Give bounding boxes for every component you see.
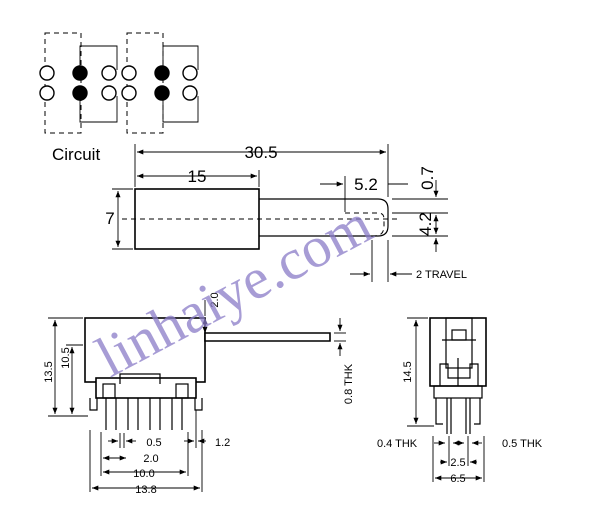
circuit-label: Circuit bbox=[52, 145, 100, 164]
top-view bbox=[112, 144, 448, 282]
dim-height-total: 13.5 bbox=[43, 361, 55, 382]
dim-pin-width: 0.5 bbox=[146, 437, 161, 449]
dim-height-body: 10.5 bbox=[60, 347, 72, 368]
dim-body-height: 7 bbox=[105, 209, 114, 228]
dim-overall-width: 13.8 bbox=[135, 484, 156, 496]
dim-actuator-length: 5.2 bbox=[354, 175, 378, 194]
circuit-diagram bbox=[39, 32, 199, 134]
dim-pin-thickness-right: 0.5 THK bbox=[502, 438, 543, 450]
dim-body-length: 15 bbox=[188, 167, 207, 186]
common-terminal-node bbox=[154, 85, 170, 101]
dim-actuator-offset: 0.7 bbox=[418, 166, 437, 190]
terminal-node bbox=[182, 85, 198, 101]
dim-tab-thickness: 0.8 THK bbox=[343, 363, 355, 404]
common-terminal-node bbox=[72, 65, 88, 81]
terminal-node bbox=[182, 65, 198, 81]
dim-overall-length: 30.5 bbox=[244, 143, 277, 162]
terminal-node bbox=[39, 65, 55, 81]
common-terminal-node bbox=[72, 85, 88, 101]
dim-pin-edge: 1.2 bbox=[215, 437, 230, 449]
dim-pin-spacing: 2.5 bbox=[450, 457, 465, 469]
terminal-node bbox=[121, 85, 137, 101]
terminal-node bbox=[121, 65, 137, 81]
dim-tab-height: 2.0 bbox=[209, 292, 221, 307]
common-terminal-node bbox=[154, 65, 170, 81]
dim-pin-thickness-left: 0.4 THK bbox=[377, 438, 418, 450]
terminal-node bbox=[101, 65, 117, 81]
side-view bbox=[407, 317, 487, 482]
dim-travel: 2 TRAVEL bbox=[416, 269, 467, 281]
dim-pin-span: 10.0 bbox=[133, 468, 154, 480]
dim-side-width: 6.5 bbox=[450, 473, 465, 485]
terminal-node bbox=[101, 85, 117, 101]
front-view bbox=[48, 300, 346, 492]
dim-side-height: 14.5 bbox=[402, 361, 414, 382]
dim-pin-pitch: 2.0 bbox=[143, 453, 158, 465]
terminal-node bbox=[39, 85, 55, 101]
dim-actuator-height: 4.2 bbox=[416, 212, 435, 236]
